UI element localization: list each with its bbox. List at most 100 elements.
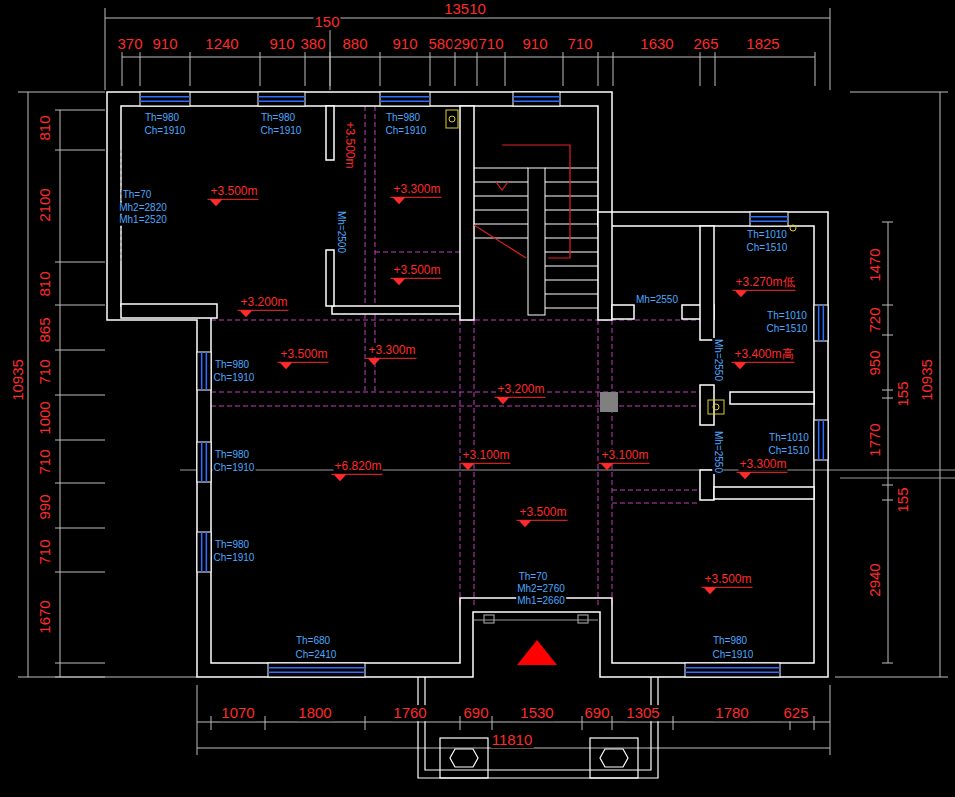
inner-walls — [121, 106, 814, 500]
window-symbol — [814, 420, 828, 460]
stair-step — [545, 252, 598, 253]
elevation-triangle — [279, 362, 292, 369]
dimension-tick — [882, 390, 893, 391]
window-pane — [823, 305, 825, 341]
window-pane — [823, 420, 825, 460]
window-pane — [140, 96, 190, 98]
dimension-value: 710 — [37, 538, 53, 565]
opening-spec: Ch=1510 — [766, 324, 809, 335]
dimension-tick — [582, 716, 583, 730]
window-symbol — [814, 305, 828, 341]
opening-spec: Th=980 — [144, 113, 180, 124]
dimension-tick — [55, 483, 105, 484]
elevation-triangle — [738, 472, 751, 479]
opening-spec: Mh=2550 — [713, 338, 724, 382]
elevation-symbol — [331, 474, 382, 481]
opening-spec: Mh=2550 — [635, 295, 679, 306]
window-pane — [258, 96, 305, 98]
stair-step — [474, 210, 528, 211]
elevation-value: +6.820m — [333, 460, 382, 473]
opening-spec: Th=1010 — [766, 311, 808, 322]
window-symbol — [197, 352, 211, 390]
stair-step — [545, 266, 598, 267]
stair-step — [545, 182, 598, 183]
window-symbol — [140, 92, 190, 106]
window-symbol — [685, 663, 780, 677]
stair-step — [474, 182, 528, 183]
section-line — [840, 478, 955, 479]
dimension-tick — [380, 52, 381, 86]
opening-spec: Th=980 — [214, 360, 250, 371]
elevation-triangle — [496, 397, 509, 404]
dimension-value: 380 — [299, 36, 326, 52]
dimension-tick — [477, 52, 478, 86]
elevation-symbol — [701, 587, 752, 594]
opening-spec: Ch=1510 — [746, 243, 789, 254]
opening-spec: Ch=1510 — [768, 446, 811, 457]
dimension-tick — [882, 222, 893, 223]
elevation-triangle — [518, 520, 531, 527]
walls — [107, 92, 828, 677]
window-pane — [206, 352, 208, 390]
entrance-arrow — [517, 640, 557, 665]
window-symbol — [197, 442, 211, 482]
opening-spec: Th=980 — [214, 450, 250, 461]
dimension-value: 810 — [37, 114, 53, 141]
elevation-value: +3.500m — [344, 120, 357, 169]
dimension-value: 370 — [116, 36, 143, 52]
windows — [140, 92, 828, 677]
opening-spec: Mh=2550 — [713, 430, 724, 474]
window-pane — [380, 96, 430, 98]
window-frame — [197, 532, 211, 572]
elevation-symbol — [731, 362, 794, 369]
dimension-value: 2940 — [867, 562, 883, 597]
dimension-lines — [18, 8, 948, 755]
elevation-triangle — [392, 197, 405, 204]
elevation-triangle — [703, 587, 716, 594]
window-pane — [750, 216, 788, 218]
window-symbol — [258, 92, 305, 106]
window-pane — [750, 221, 788, 223]
dimension-tick — [613, 52, 614, 86]
dimension-tick — [305, 52, 306, 86]
dimension-value: 880 — [341, 36, 368, 52]
dimension-tick — [612, 716, 613, 730]
staircase — [474, 168, 598, 315]
dimension-value: 290 — [452, 36, 479, 52]
elevation-symbol — [459, 463, 510, 470]
dimension-tick — [505, 52, 506, 86]
stair-step — [545, 224, 598, 225]
opening-spec: Ch=1910 — [213, 373, 256, 384]
elevation-triangle — [367, 358, 380, 365]
dimension-value: 690 — [462, 705, 489, 721]
dimension-value: 155 — [895, 486, 911, 513]
dimension-tick — [882, 335, 893, 336]
dimension-value: 710 — [566, 36, 593, 52]
window-frame — [750, 212, 788, 226]
window-pane — [818, 305, 820, 341]
window-frame — [814, 420, 828, 460]
stair-step — [474, 196, 528, 197]
window-pane — [206, 532, 208, 572]
opening-spec: Th=1010 — [746, 230, 788, 241]
window-pane — [685, 672, 780, 674]
dimension-value: 910 — [268, 36, 295, 52]
elevation-triangle — [734, 290, 747, 297]
dimension-tick — [140, 52, 141, 86]
dimension-value: 265 — [692, 36, 719, 52]
elevation-value: +3.300m — [367, 344, 416, 357]
window-pane — [268, 672, 365, 674]
dimension-tick — [700, 52, 701, 86]
dimension-value: 11810 — [491, 732, 534, 748]
opening-spec: Th=980 — [214, 540, 250, 551]
dimension-value: 810 — [37, 270, 53, 297]
opening-spec: Th=680 — [295, 636, 331, 647]
dimension-value: 1530 — [519, 705, 554, 721]
dimension-tick — [882, 485, 893, 486]
dimension-value: 1000 — [37, 400, 53, 435]
stair-step — [474, 238, 528, 239]
elevation-symbol — [207, 199, 258, 206]
opening-spec: Th=980 — [260, 113, 296, 124]
window-pane — [140, 101, 190, 103]
elevation-symbol — [390, 197, 441, 204]
